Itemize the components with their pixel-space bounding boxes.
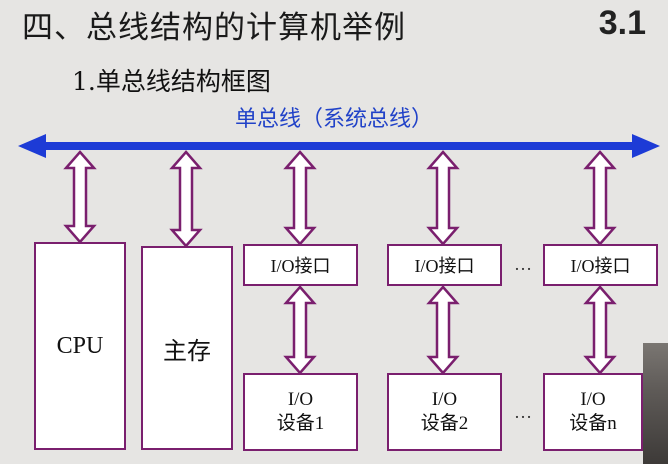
bus-label: 单总线（系统总线） [234, 107, 433, 132]
io-device-1: I/O 设备1 [243, 373, 358, 451]
io-interface-1-bus-connector-arrow [283, 150, 317, 246]
memory-label: 主存 [163, 338, 211, 365]
io-device-line2: 设备1 [276, 413, 325, 434]
io-interface-n: I/O接口 [543, 244, 658, 286]
cpu-bus-connector-arrow [63, 150, 97, 244]
ellipsis-interfaces: … [514, 254, 532, 274]
io-device-line1: I/O [431, 389, 458, 410]
cpu-box: CPU [34, 242, 126, 450]
io-device-line2: 设备2 [420, 413, 469, 434]
io-interface-n-bus-connector-arrow [583, 150, 617, 246]
io-interface-label: I/O接口 [270, 256, 331, 276]
system-bus-arrow [18, 134, 660, 158]
io-interface-1: I/O接口 [243, 244, 358, 286]
memory-bus-connector-arrow [169, 150, 203, 248]
ellipsis-devices: … [514, 402, 532, 422]
io-device-n: I/O 设备n [543, 373, 643, 451]
cpu-label: CPU [56, 332, 104, 359]
slide-title: 四、总线结构的计算机举例 [22, 10, 406, 46]
io-interface-label: I/O接口 [414, 256, 475, 276]
io-device-2: I/O 设备2 [387, 373, 502, 451]
io-device-line1: I/O [287, 389, 314, 410]
io-interface-2-bus-connector-arrow [426, 150, 460, 246]
memory-box: 主存 [141, 246, 233, 450]
io-device-n-connector-arrow [583, 285, 617, 375]
io-interface-2: I/O接口 [387, 244, 502, 286]
io-device-2-connector-arrow [426, 285, 460, 375]
io-device-1-connector-arrow [283, 285, 317, 375]
webcam-overlay-image [643, 343, 668, 464]
diagram-subtitle: 1.单总线结构框图 [72, 67, 271, 96]
section-number: 3.1 [598, 4, 646, 42]
io-device-line1: I/O [580, 389, 606, 410]
io-device-line2: 设备n [569, 413, 617, 434]
io-interface-label: I/O接口 [570, 256, 631, 276]
